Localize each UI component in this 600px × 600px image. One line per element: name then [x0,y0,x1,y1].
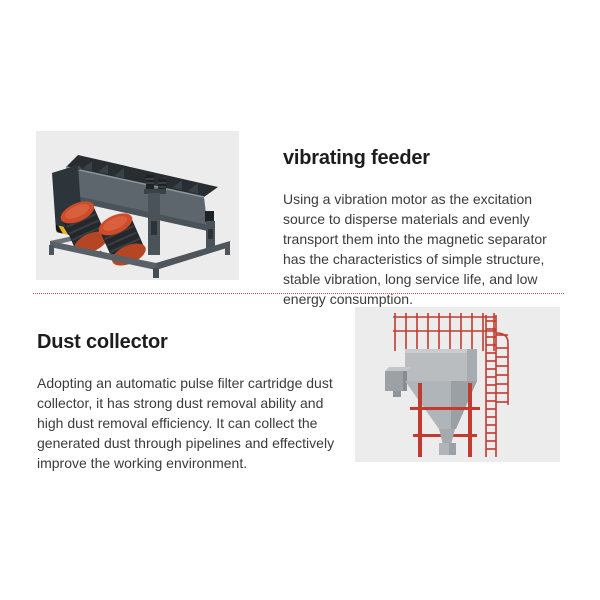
dust-collector-section: Dust collector Adopting an automatic pul… [37,331,342,473]
dust-collector-illustration [355,307,560,462]
vibrating-feeder-image [36,131,239,280]
vibrating-feeder-illustration [36,131,239,280]
vibrating-feeder-section: vibrating feeder Using a vibration motor… [283,147,567,309]
dust-collector-title: Dust collector [37,331,168,353]
dust-collector-image [355,307,560,462]
section-divider [33,293,564,294]
vibrating-feeder-title: vibrating feeder [283,147,430,169]
dust-collector-description: Adopting an automatic pulse filter cartr… [37,375,335,471]
vibrating-feeder-description: Using a vibration motor as the excitatio… [283,191,547,307]
